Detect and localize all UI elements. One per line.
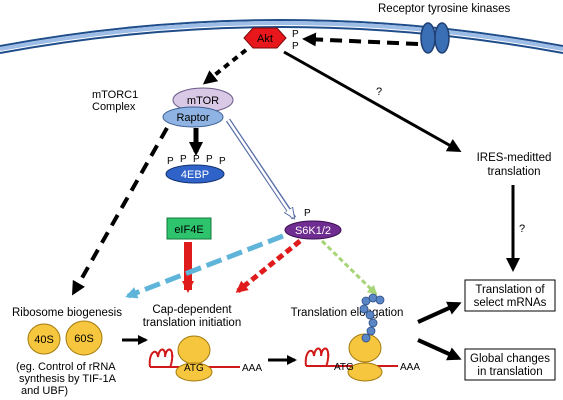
ribosome-note-line3: and UBF) bbox=[21, 385, 68, 397]
mtorc1-to-ribosome-arrow bbox=[72, 127, 169, 296]
elongation-to-global-arrow bbox=[417, 338, 462, 361]
receptor-tyrosine-kinase-icon bbox=[420, 22, 450, 54]
elongation-atg-label: ATG bbox=[334, 362, 354, 373]
mtorc1-label-line1: mTORC1 bbox=[92, 89, 138, 101]
4ebp-phospho-5: P bbox=[219, 156, 226, 167]
s6k-to-capdep-arrow bbox=[235, 239, 302, 293]
ribosome-note-line2: synthesis by TIF-1A bbox=[19, 373, 117, 385]
ires-label-line2: translation bbox=[487, 166, 540, 178]
select-mrnas-line1: Translation of bbox=[475, 284, 545, 296]
4ebp-node: P P P P P 4EBP bbox=[165, 154, 226, 184]
capdep-label-line2: translation initiation bbox=[143, 317, 241, 329]
ribosome-note-line1: (eg. Control of rRNA bbox=[16, 361, 116, 373]
4ebp-phospho-3: P bbox=[193, 154, 200, 165]
s6k-to-ribosome-arrow bbox=[125, 233, 284, 299]
60s-subunit: 60S bbox=[65, 320, 103, 356]
akt-phospho-1: P bbox=[292, 29, 299, 40]
raptor-label: Raptor bbox=[176, 112, 209, 124]
s6k-node: P S6K1/2 bbox=[284, 208, 342, 240]
4ebp-phospho-4: P bbox=[206, 154, 213, 165]
cell-membrane bbox=[0, 19, 563, 54]
capdep-aaa-label: AAA bbox=[242, 363, 262, 374]
mtorc1-to-s6k-arrow-inner bbox=[226, 119, 295, 218]
mtorc1-label-line2: Complex bbox=[92, 101, 136, 113]
select-mrnas-line2: select mRNAs bbox=[474, 297, 547, 309]
s6k-label: S6K1/2 bbox=[295, 225, 331, 237]
elongation-to-select-arrow bbox=[417, 301, 462, 324]
capdep-label-line1: Cap-dependent bbox=[152, 304, 232, 316]
akt-node: Akt P P bbox=[243, 27, 299, 52]
elongation-aaa-label: AAA bbox=[400, 362, 420, 373]
global-changes-line1: Global changes bbox=[470, 353, 550, 365]
select-mrnas-box: Translation of select mRNAs bbox=[464, 279, 556, 312]
akt-phospho-2: P bbox=[292, 41, 299, 52]
global-changes-box: Global changes in translation bbox=[464, 348, 556, 381]
elongation-small-subunit bbox=[347, 362, 383, 382]
eif4e-node: eIF4E bbox=[166, 217, 212, 240]
mtor-label: mTOR bbox=[187, 95, 219, 107]
60s-label: 60S bbox=[74, 333, 94, 345]
40s-label: 40S bbox=[34, 334, 54, 346]
s6k-phospho: P bbox=[304, 208, 311, 219]
ires-question-1: ? bbox=[376, 86, 382, 98]
ires-question-2: ? bbox=[519, 223, 525, 235]
40s-subunit: 40S bbox=[27, 323, 61, 355]
akt-to-ires-arrow bbox=[283, 50, 462, 152]
capdep-mrna-hairpin bbox=[148, 348, 174, 368]
4ebp-phospho-1: P bbox=[167, 156, 174, 167]
akt-label: Akt bbox=[257, 33, 273, 45]
akt-to-mtorc1-arrow bbox=[202, 48, 248, 85]
capdep-large-subunit bbox=[177, 335, 211, 365]
elongation-title: Translation elongation bbox=[291, 307, 404, 319]
4ebp-phospho-2: P bbox=[180, 154, 187, 165]
4ebp-label: 4EBP bbox=[181, 169, 209, 181]
ribosome-title: Ribosome biogenesis bbox=[12, 307, 122, 319]
capdep-small-subunit bbox=[175, 362, 213, 382]
elongation-mrna-hairpin bbox=[304, 347, 330, 367]
capdep-mrna-illustration: ATG AAA bbox=[148, 335, 262, 382]
receptor-to-akt-arrow bbox=[302, 32, 419, 47]
elongation-illustration: ATG AAA bbox=[304, 293, 420, 382]
receptor-label: Receptor tyrosine kinases bbox=[378, 3, 511, 15]
s6k-to-elongation-arrow bbox=[320, 239, 378, 296]
nascent-peptide-chain bbox=[359, 293, 385, 343]
eif4e-label: eIF4E bbox=[174, 224, 203, 236]
raptor-node: Raptor bbox=[162, 106, 224, 128]
capdep-atg-label: ATG bbox=[184, 363, 204, 374]
ires-label-line1: IRES-meditted bbox=[477, 152, 552, 164]
mtor-node: mTOR bbox=[172, 87, 234, 113]
global-changes-line2: in translation bbox=[477, 366, 542, 378]
